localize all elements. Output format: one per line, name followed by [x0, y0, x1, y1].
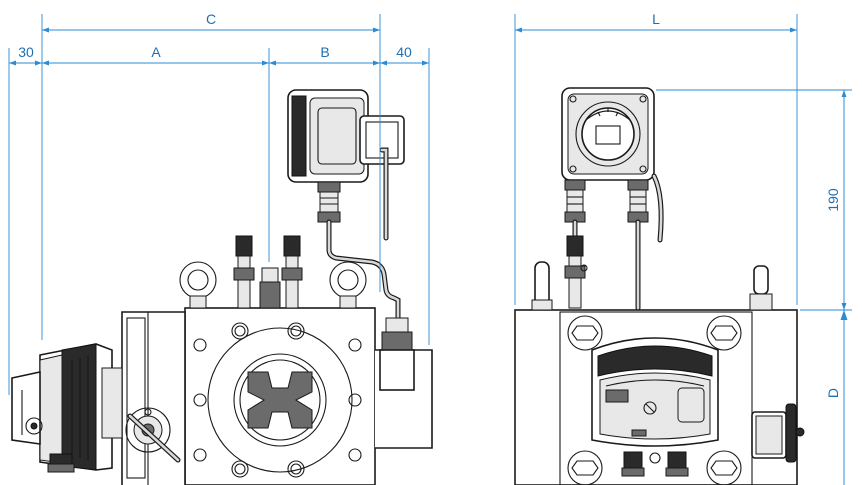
front-sensor-left [233, 235, 255, 309]
front-bore-outer [207, 327, 353, 473]
side-register-window [591, 337, 719, 447]
front-eyebolt-right [329, 261, 367, 299]
dim-label-40: 40 [396, 44, 412, 60]
side-bolt-top-left [567, 315, 603, 351]
dim-label-c: C [206, 11, 216, 27]
front-valve-knob [125, 407, 181, 463]
dim-label-a: A [151, 44, 161, 60]
dim-label-190: 190 [825, 188, 841, 212]
front-dimensions: C 30 A B 40 [8, 11, 430, 395]
front-sensor-right [281, 235, 303, 309]
dim-label-l: L [652, 11, 660, 27]
side-bolt-bottom-right [706, 450, 742, 485]
dim-label-d: D [825, 388, 841, 398]
side-top-gauge [561, 87, 655, 181]
front-view: C 30 A B 40 [8, 11, 433, 485]
front-bore-inner [233, 353, 327, 447]
dim-label-b: B [320, 44, 329, 60]
front-eyebolt-left [179, 261, 217, 299]
front-register-housing [11, 343, 123, 473]
side-bolt-top-right [706, 315, 742, 351]
side-view: L 190 D [514, 11, 852, 485]
side-fittings [564, 179, 649, 223]
side-bolt-bottom-left [567, 450, 603, 485]
dim-label-30: 30 [18, 44, 34, 60]
front-top-transmitter [287, 89, 405, 223]
front-rotor [247, 371, 313, 429]
side-right-attachment [751, 403, 805, 463]
side-dimensions: L 190 D [514, 11, 852, 485]
front-sensor-center [259, 267, 281, 309]
